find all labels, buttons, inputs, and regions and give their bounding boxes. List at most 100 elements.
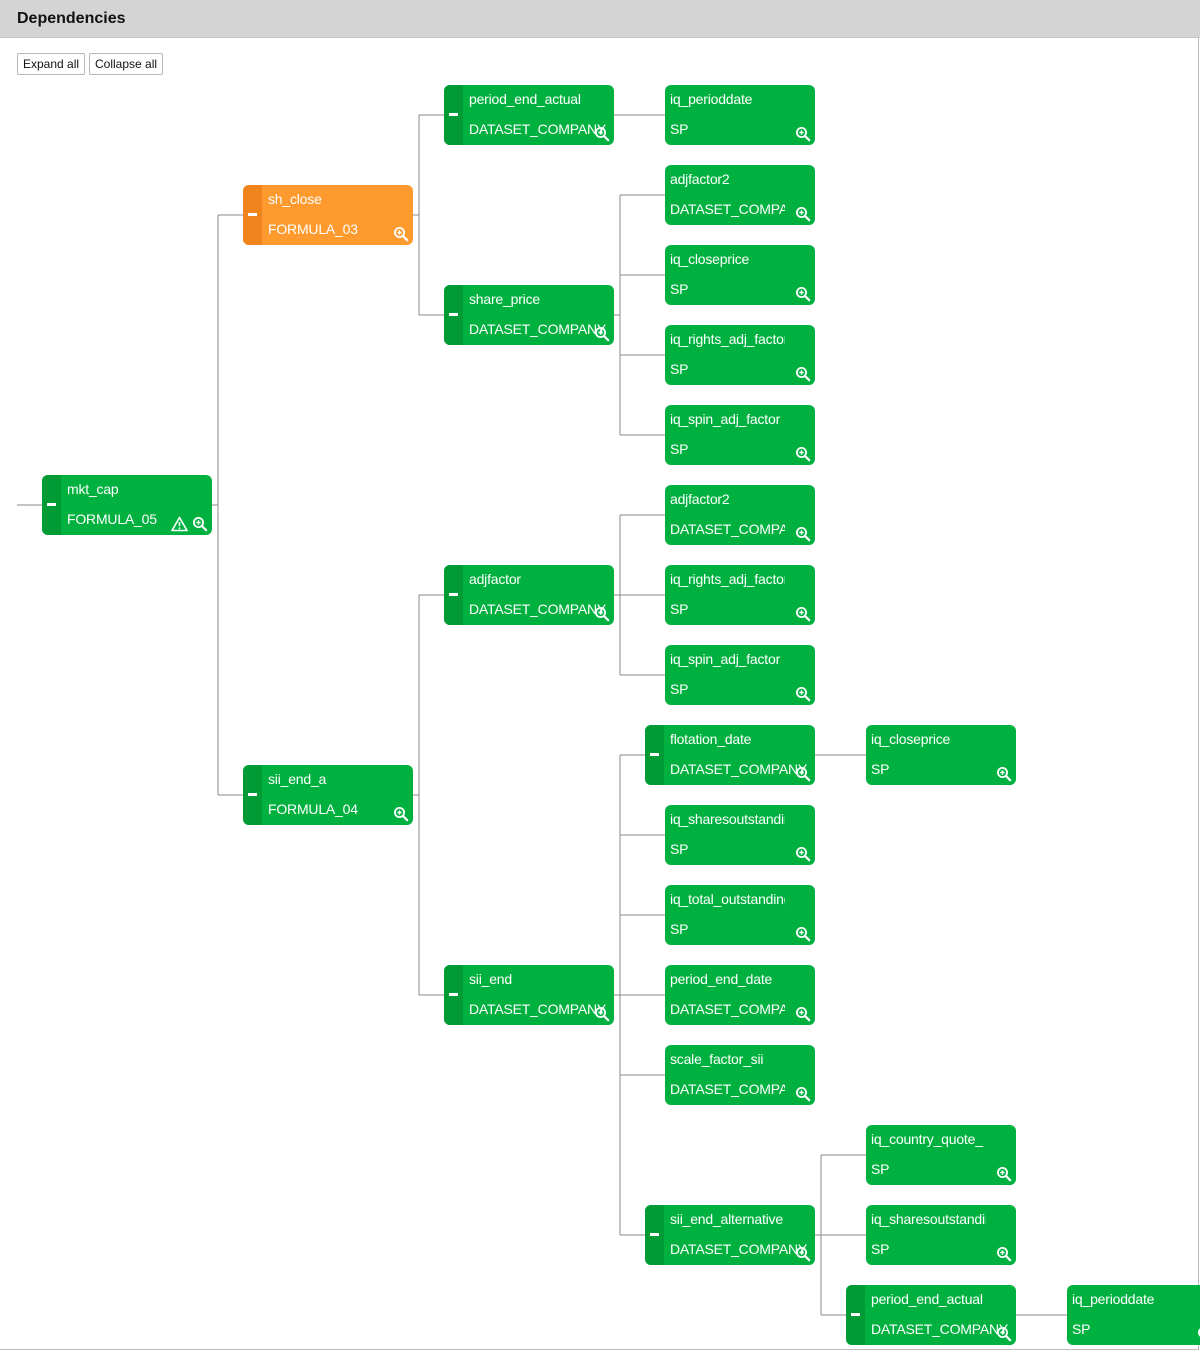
- zoom-in-icon[interactable]: [996, 1326, 1012, 1342]
- zoom-in-icon[interactable]: [795, 686, 811, 702]
- node-type: DATASET_COMPANY: [670, 201, 785, 217]
- zoom-in-icon[interactable]: [594, 126, 610, 142]
- minus-icon: [248, 213, 257, 216]
- zoom-in-icon[interactable]: [795, 606, 811, 622]
- node-name: iq_rights_adj_factor: [670, 331, 785, 347]
- node-type: SP: [670, 281, 689, 297]
- node-name: sii_end_a: [268, 771, 327, 787]
- node-name: iq_perioddate: [670, 91, 753, 107]
- node-type: DATASET_COMPANY: [871, 1321, 1009, 1337]
- node-name: scale_factor_sii: [670, 1051, 764, 1067]
- zoom-in-icon[interactable]: [996, 766, 1012, 782]
- zoom-in-icon[interactable]: [795, 926, 811, 942]
- node-name: period_end_actual: [871, 1291, 983, 1307]
- node-type: DATASET_COMPANY: [469, 121, 607, 137]
- zoom-in-icon[interactable]: [594, 326, 610, 342]
- tree-node-iq-sharesoutstanding[interactable]: iq_sharesoutstandingSP: [866, 1205, 1016, 1265]
- node-type: SP: [670, 601, 689, 617]
- panel-title: Dependencies: [17, 10, 126, 27]
- zoom-in-icon[interactable]: [996, 1166, 1012, 1182]
- collapse-toggle-icon[interactable]: [645, 1205, 664, 1265]
- expand-all-button[interactable]: Expand all: [17, 53, 86, 75]
- node-name: mkt_cap: [67, 481, 119, 497]
- node-name: sii_end_alternative: [670, 1211, 783, 1227]
- node-name: period_end_date: [670, 971, 773, 987]
- panel-body: [0, 38, 1199, 1350]
- node-type: DATASET_COMPANY: [469, 321, 607, 337]
- zoom-in-icon[interactable]: [795, 206, 811, 222]
- zoom-in-icon[interactable]: [594, 606, 610, 622]
- zoom-in-icon[interactable]: [996, 1246, 1012, 1262]
- node-type: DATASET_COMPANY: [670, 521, 785, 537]
- node-type: SP: [670, 361, 689, 377]
- zoom-in-icon[interactable]: [1197, 1326, 1200, 1342]
- zoom-in-icon[interactable]: [795, 1086, 811, 1102]
- zoom-in-icon[interactable]: [795, 526, 811, 542]
- collapse-toggle-icon[interactable]: [846, 1285, 865, 1345]
- collapse-toggle-icon[interactable]: [243, 185, 262, 245]
- collapse-toggle-icon[interactable]: [444, 85, 463, 145]
- zoom-in-icon[interactable]: [795, 846, 811, 862]
- collapse-toggle-icon[interactable]: [444, 965, 463, 1025]
- node-type: FORMULA_05: [67, 511, 157, 527]
- zoom-in-icon[interactable]: [393, 226, 409, 242]
- node-type: SP: [670, 681, 689, 697]
- collapse-toggle-icon[interactable]: [444, 565, 463, 625]
- node-type: SP: [670, 921, 689, 937]
- minus-icon: [248, 793, 257, 796]
- zoom-in-icon[interactable]: [795, 446, 811, 462]
- zoom-in-icon[interactable]: [795, 366, 811, 382]
- node-type: SP: [871, 761, 890, 777]
- tree-node-iq-sharesoutstanding[interactable]: iq_sharesoutstandingSP: [665, 805, 815, 865]
- zoom-in-icon[interactable]: [594, 1006, 610, 1022]
- minus-icon: [449, 993, 458, 996]
- collapse-toggle-icon[interactable]: [243, 765, 262, 825]
- zoom-in-icon[interactable]: [795, 1246, 811, 1262]
- collapse-toggle-icon[interactable]: [444, 285, 463, 345]
- node-type: FORMULA_04: [268, 801, 358, 817]
- zoom-in-icon[interactable]: [192, 516, 208, 532]
- node-type: SP: [670, 841, 689, 857]
- node-type: DATASET_COMPANY: [469, 1001, 607, 1017]
- node-type: FORMULA_03: [268, 221, 358, 237]
- zoom-in-icon[interactable]: [393, 806, 409, 822]
- node-type: SP: [871, 1161, 890, 1177]
- collapse-all-button[interactable]: Collapse all: [89, 53, 164, 75]
- zoom-in-icon[interactable]: [795, 286, 811, 302]
- tree-node-iq-country-quote[interactable]: iq_country_quote_SP: [866, 1125, 1016, 1185]
- collapse-toggle-icon[interactable]: [42, 475, 61, 535]
- minus-icon: [449, 593, 458, 596]
- node-name: iq_spin_adj_factor: [670, 651, 781, 667]
- node-name: adjfactor2: [670, 491, 730, 507]
- zoom-in-icon[interactable]: [795, 766, 811, 782]
- zoom-in-icon[interactable]: [795, 126, 811, 142]
- zoom-in-icon[interactable]: [795, 1006, 811, 1022]
- panel-header: Dependencies: [0, 0, 1200, 38]
- node-type: DATASET_COMPANY: [670, 1081, 785, 1097]
- collapse-toggle-icon[interactable]: [645, 725, 664, 785]
